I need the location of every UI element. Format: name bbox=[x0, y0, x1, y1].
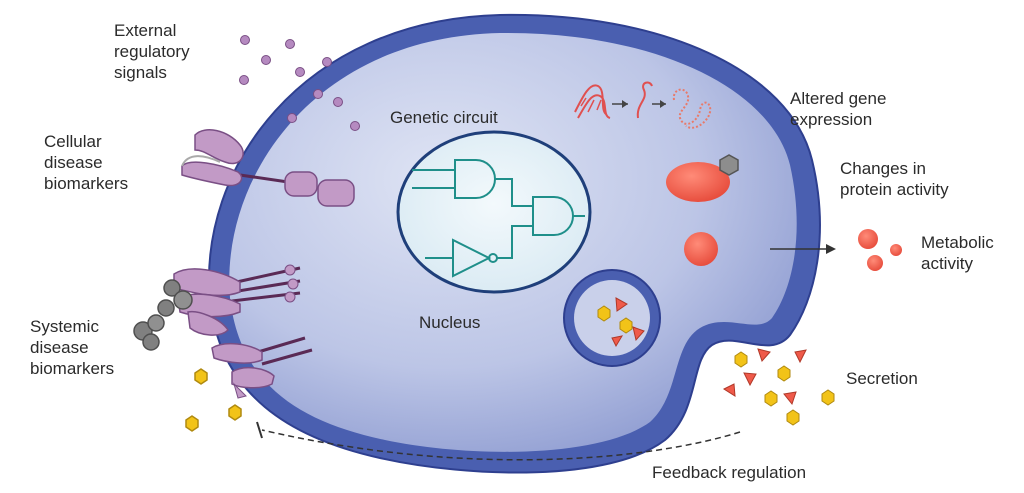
systemic-biomarker-receptor bbox=[157, 264, 301, 336]
label-metabolic-activity: Metabolic activity bbox=[921, 233, 994, 273]
protein-ellipse bbox=[666, 162, 730, 202]
label-altered-gene-expression: Altered gene expression bbox=[790, 89, 887, 129]
receptor-lower bbox=[211, 336, 313, 399]
grey-biomarker-molecules bbox=[133, 314, 165, 351]
metabolite-sphere bbox=[684, 232, 718, 266]
cellular-biomarker-receptor bbox=[181, 129, 355, 207]
and-gate-icon bbox=[532, 196, 574, 236]
signal-molecules bbox=[239, 35, 360, 131]
label-feedback-regulation: Feedback regulation bbox=[652, 463, 807, 482]
metabolite-sphere bbox=[867, 255, 883, 271]
label-protein-activity: Changes in protein activity bbox=[840, 159, 949, 199]
feedback-arc bbox=[261, 429, 741, 461]
label-nucleus: Nucleus bbox=[419, 313, 481, 332]
yellow-hexagons-left bbox=[185, 368, 242, 432]
secreted-molecules bbox=[722, 348, 835, 426]
vesicle-contents bbox=[597, 297, 645, 348]
label-external-signals: External regulatory signals bbox=[114, 21, 190, 82]
genetic-circuit bbox=[412, 159, 585, 278]
gene-expression-icon bbox=[574, 81, 712, 129]
label-cellular-biomarkers: Cellular disease biomarkers bbox=[44, 132, 129, 193]
and-gate-icon bbox=[454, 159, 496, 199]
metabolite-sphere bbox=[890, 244, 902, 256]
metabolite-sphere bbox=[858, 229, 878, 249]
nucleus bbox=[396, 130, 592, 294]
label-secretion: Secretion bbox=[846, 369, 918, 388]
hexagon-ligand-icon bbox=[719, 154, 739, 176]
label-systemic-biomarkers: Systemic disease biomarkers bbox=[30, 317, 115, 378]
label-genetic-circuit: Genetic circuit bbox=[390, 108, 498, 127]
